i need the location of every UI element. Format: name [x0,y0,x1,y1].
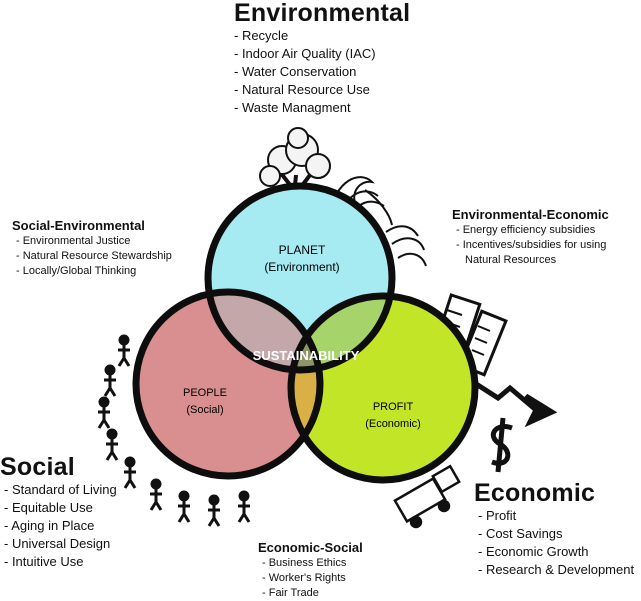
list-item: - Incentives/subsidies for using [456,239,607,251]
list-item: - Recycle [234,28,289,43]
list-item: - Waste Managment [234,100,351,115]
list-item: - Business Ethics [262,557,347,569]
truck-icon [393,464,461,529]
list-item: - Aging in Place [4,518,95,533]
planet-sublabel: (Environment) [264,260,339,274]
environmental-economic-block: Environmental-Economic - Energy efficien… [452,207,609,268]
list-item: - Natural Resource Use [234,82,370,97]
profit-label: PROFIT [373,401,414,413]
environmental-list: - Recycle - Indoor Air Quality (IAC) - W… [234,27,410,117]
list-item: - Natural Resource Stewardship [16,250,172,262]
list-item: - Research & Development [478,562,635,577]
list-item: - Standard of Living [4,482,117,497]
social-environmental-title: Social-Environmental [12,218,145,233]
planet-people-overlap [208,292,320,370]
environmental-title: Environmental [234,0,411,27]
list-item: - Universal Design [4,536,111,551]
social-block: Social - Standard of Living - Equitable … [0,454,117,571]
people-label: PEOPLE [183,387,227,399]
list-item: - Profit [478,508,517,523]
profit-sublabel: (Economic) [365,418,421,430]
list-item: - Cost Savings [478,526,563,541]
economic-block: Economic - Profit - Cost Savings - Econo… [474,480,634,579]
trend-arrow-icon [468,377,558,428]
list-item: - Water Conservation [234,64,357,79]
social-title: Social [0,453,75,481]
economic-title: Economic [474,479,596,507]
list-item: - Locally/Global Thinking [16,265,137,277]
plant-icon [385,225,427,267]
circle-outlines [132,182,479,484]
list-item: - Environmental Justice [16,235,131,247]
tree-icon [259,127,331,219]
list-item: - Fair Trade [262,587,319,599]
list-item: - Economic Growth [478,544,589,559]
social-list: - Standard of Living - Equitable Use - A… [4,481,117,571]
planet-profit-overlap [291,296,392,370]
economic-social-list: - Business Ethics - Worker's Rights - Fa… [262,556,363,601]
list-item: - Energy efficiency subsidies [456,224,596,236]
environmental-economic-list: - Energy efficiency subsidies - Incentiv… [456,223,609,268]
list-item: - Equitable Use [4,500,93,515]
environmental-economic-title: Environmental-Economic [452,207,609,222]
social-environmental-list: - Environmental Justice - Natural Resour… [16,234,172,279]
list-item: - Indoor Air Quality (IAC) [234,46,376,61]
people-figures-icon [97,334,251,527]
people-sublabel: (Social) [186,404,223,416]
list-item: - Intuitive Use [4,554,84,569]
economic-list: - Profit - Cost Savings - Economic Growt… [478,507,634,579]
list-item: Natural Resources [465,254,557,266]
social-environmental-block: Social-Environmental - Environmental Jus… [12,218,172,279]
environmental-block: Environmental - Recycle - Indoor Air Qua… [234,0,410,117]
dollar-icon [490,417,513,473]
economic-social-block: Economic-Social - Business Ethics - Work… [258,540,363,601]
list-item: - Worker's Rights [262,572,346,584]
planet-label: PLANET [279,243,326,257]
center-label: SUSTAINABILITY [253,348,360,363]
economic-social-title: Economic-Social [258,540,363,555]
